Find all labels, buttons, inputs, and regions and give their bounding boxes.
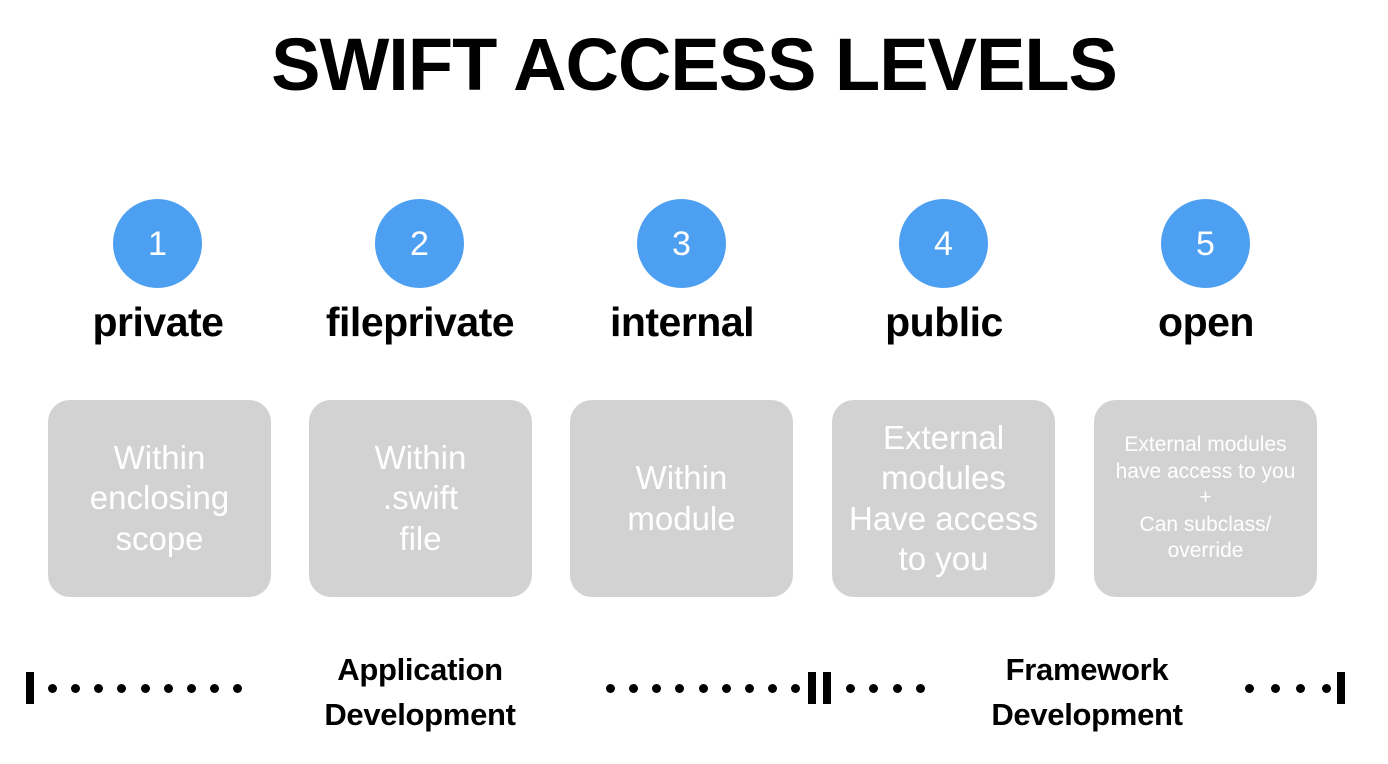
range-dot xyxy=(1270,684,1280,693)
range-dot xyxy=(698,684,708,693)
scope-ruler: Application Development Framework Develop… xyxy=(0,652,1388,764)
range-dot xyxy=(916,684,925,693)
level-description-box: External modules Have access to you xyxy=(832,400,1055,597)
level-name-label: public xyxy=(885,299,1003,345)
range-dot xyxy=(163,684,173,693)
range-dot xyxy=(186,684,196,693)
level-description-box: External modules have access to you + Ca… xyxy=(1094,400,1317,597)
range-dot xyxy=(209,684,219,693)
level-description-text: External modules have access to you + Ca… xyxy=(1115,433,1296,563)
level-description-box: Within .swift file xyxy=(309,400,532,597)
level-description-box: Within enclosing scope xyxy=(48,400,271,597)
range-dot xyxy=(767,684,777,693)
level-name-label: open xyxy=(1158,299,1254,345)
level-description-text: Within enclosing scope xyxy=(89,439,230,557)
range-dot xyxy=(1322,684,1331,693)
range-dot xyxy=(117,684,127,693)
range-dot xyxy=(140,684,150,693)
range-dot xyxy=(233,684,242,693)
range-dot xyxy=(629,684,639,693)
range-dot xyxy=(744,684,754,693)
range-end-cap xyxy=(1337,672,1345,704)
level-description-text: Within .swift file xyxy=(374,439,467,557)
range-label: Application Development xyxy=(324,652,516,732)
level-number-badge: 3 xyxy=(637,199,726,288)
range-label: Framework Development xyxy=(991,652,1183,732)
range-dot xyxy=(1296,684,1306,693)
range-dot xyxy=(892,684,902,693)
range-dot xyxy=(1245,684,1254,693)
range-dot xyxy=(94,684,104,693)
range-dot xyxy=(869,684,879,693)
level-name-label: private xyxy=(92,299,224,345)
page-title: SWIFT ACCESS LEVELS xyxy=(271,23,1118,106)
range-dot xyxy=(71,684,81,693)
level-name-label: internal xyxy=(609,299,755,345)
range-dot xyxy=(721,684,731,693)
level-number-badge: 5 xyxy=(1161,199,1250,288)
range-end-cap xyxy=(808,672,816,704)
level-number-badge: 1 xyxy=(113,199,202,288)
range-dot xyxy=(846,684,855,693)
level-number-badge: 4 xyxy=(899,199,988,288)
range-dot xyxy=(652,684,662,693)
level-number-badge: 2 xyxy=(375,199,464,288)
range-end-cap xyxy=(26,672,34,704)
range-dot xyxy=(675,684,685,693)
range-dot xyxy=(791,684,800,693)
level-description-text: Within module xyxy=(627,459,736,537)
level-description-box: Within module xyxy=(570,400,793,597)
level-name-label: fileprivate xyxy=(325,299,515,345)
range-dot xyxy=(606,684,615,693)
range-end-cap xyxy=(823,672,831,704)
level-description-text: External modules Have access to you xyxy=(849,419,1038,577)
range-dot xyxy=(48,684,57,693)
